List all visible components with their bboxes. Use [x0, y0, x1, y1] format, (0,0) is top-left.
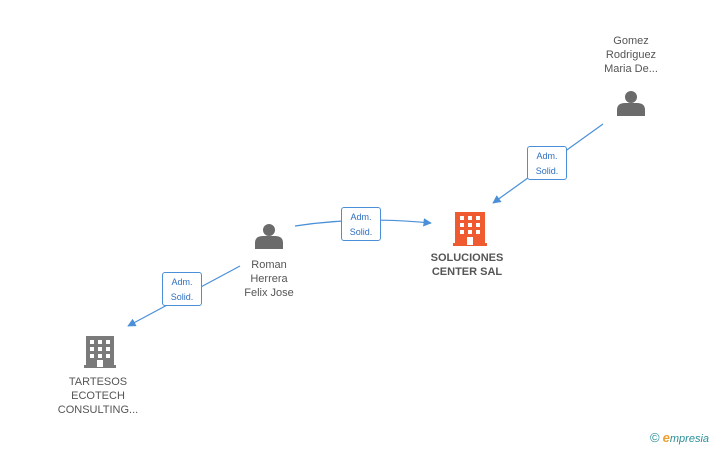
label-line: Felix Jose — [244, 287, 294, 299]
edge-label-line: Adm. — [171, 277, 193, 287]
building-icon[interactable] — [84, 336, 116, 368]
edge-label-line: Solid. — [349, 227, 373, 237]
label-line: CENTER SAL — [431, 266, 503, 278]
label-line: CONSULTING... — [57, 404, 139, 416]
person-icon[interactable] — [617, 91, 645, 116]
brand-logo-e: e — [662, 430, 670, 445]
label-line: TARTESOS — [68, 376, 128, 388]
building-icon[interactable] — [453, 212, 487, 246]
label-line: ECOTECH — [71, 390, 125, 402]
label-line: Roman — [251, 259, 287, 271]
brand-name: mpresia — [669, 433, 710, 445]
label-line: Herrera — [250, 273, 288, 285]
edge-label-roman-soluciones[interactable]: Adm. Solid. — [341, 207, 381, 241]
edge-label-roman-tartesos[interactable]: Adm. Solid. — [162, 272, 202, 306]
copyright-icon: © — [650, 430, 660, 445]
edge-label-line: Adm. — [536, 151, 558, 161]
edge-label-line: Solid. — [535, 166, 559, 176]
edge-label-line: Solid. — [170, 292, 194, 302]
label-line: Rodriguez — [605, 49, 657, 61]
label-line: Gomez — [613, 35, 649, 47]
label-line: SOLUCIONES — [430, 252, 504, 264]
person-icon[interactable] — [255, 224, 283, 249]
label-line: Maria De... — [604, 63, 658, 75]
node-label-gomez[interactable]: Gomez Rodriguez Maria De... — [591, 34, 671, 76]
node-label-roman[interactable]: Roman Herrera Felix Jose — [229, 258, 309, 300]
edge-label-line: Adm. — [350, 212, 372, 222]
node-label-soluciones[interactable]: SOLUCIONES CENTER SAL — [417, 251, 517, 279]
edge-label-gomez-soluciones[interactable]: Adm. Solid. — [527, 146, 567, 180]
empresia-brand[interactable]: © empresia — [650, 430, 709, 445]
node-label-tartesos[interactable]: TARTESOS ECOTECH CONSULTING... — [48, 375, 148, 417]
